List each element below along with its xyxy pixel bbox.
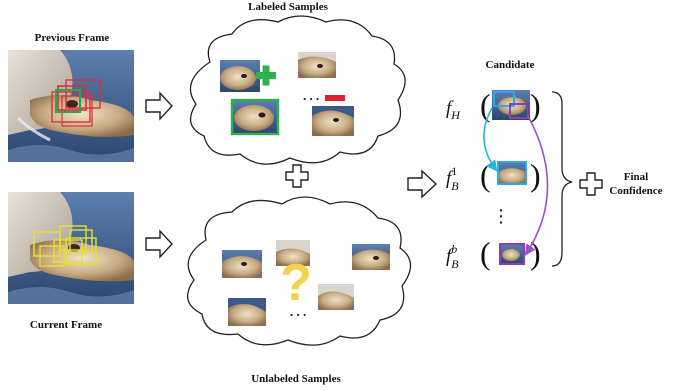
negative-sample-patch — [312, 106, 354, 136]
purple-arrow — [524, 115, 549, 256]
final-confidence-label-line1: Final — [624, 171, 648, 183]
unlabeled-ellipsis: . . . — [290, 304, 306, 319]
previous-frame-label: Previous Frame — [35, 32, 110, 44]
unlabeled-sample-patch — [318, 284, 354, 310]
f-bb-paren-right: ) — [530, 235, 541, 271]
question-mark-icon: ? — [280, 254, 312, 312]
curly-brace — [551, 91, 573, 267]
hollow-right-arrow-icon — [145, 91, 173, 121]
labeled-samples-title: Labeled Samples — [248, 1, 328, 13]
f-b1-paren-right: ) — [530, 157, 541, 193]
f-b1-paren-left: ( — [480, 157, 491, 193]
hollow-right-arrow-icon — [407, 169, 438, 199]
hollow-right-arrow-icon — [145, 229, 173, 259]
minus-sign-icon — [325, 95, 345, 101]
vertical-dots: ⋮ — [492, 206, 510, 227]
hollow-plus-icon — [285, 164, 309, 188]
candidate-title: Candidate — [486, 59, 535, 71]
unlabeled-sample-patch — [228, 298, 266, 326]
f-h-paren-left: ( — [480, 87, 491, 123]
labeled-ellipsis: . . . — [303, 88, 319, 103]
previous-frame-image — [8, 50, 134, 162]
unlabeled-sample-patch — [276, 240, 310, 266]
f-bb-paren-left: ( — [480, 235, 491, 271]
cyan-arrow — [483, 107, 498, 172]
unlabeled-sample-patch — [352, 244, 390, 270]
unlabeled-sample-patch — [222, 250, 262, 278]
positive-sample-patch — [220, 60, 260, 92]
current-frame-image — [8, 192, 134, 304]
negative-sample-patch — [298, 52, 336, 78]
f-bb-candidate-patch — [499, 243, 525, 265]
f-h-label: fH — [446, 98, 461, 122]
f-h-paren-right: ) — [530, 87, 541, 123]
current-frame-label: Current Frame — [30, 319, 102, 331]
f-b1-candidate-patch — [497, 161, 527, 185]
unlabeled-samples-title: Unlabeled Samples — [251, 373, 341, 385]
f-h-candidate-patch — [492, 90, 530, 120]
final-confidence-label-line2: Confidence — [609, 185, 662, 197]
positive-sample-patch-highlighted — [230, 98, 280, 136]
hollow-plus-icon — [579, 172, 603, 196]
plus-sign-icon — [256, 65, 276, 86]
